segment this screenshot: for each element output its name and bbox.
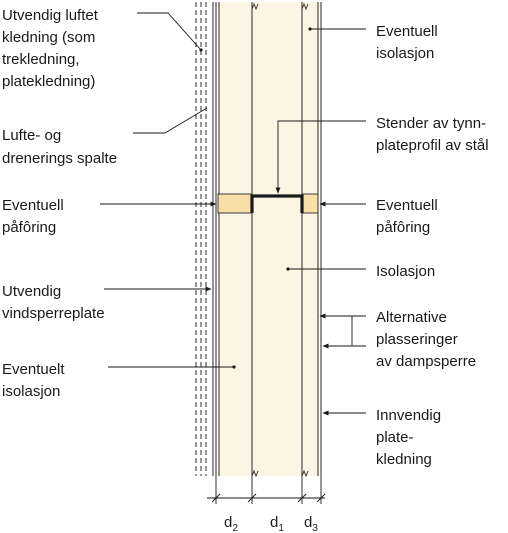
insulation-layer [218, 2, 319, 476]
dimension-label-d2: d2 [224, 514, 238, 533]
label-left-insulation: Eventuelt isolasjon [2, 361, 69, 400]
dimension-label-d3: d3 [304, 514, 318, 533]
dimension-label-d1: d1 [270, 514, 284, 533]
steel-stud-profile [250, 194, 304, 213]
label-center-insulation: Isolasjon [376, 263, 435, 280]
break-marks [251, 2, 309, 478]
label-left-furring: Eventuell påfôring [2, 197, 68, 236]
label-stud: Stender av tynn- plateprofil av stål [376, 115, 490, 154]
label-inner-cladding: Innvendig plate- kledning [376, 407, 445, 468]
left-furring-strip [217, 193, 253, 214]
label-vapor-barrier: Alternative plasseringer av dampsperre [376, 309, 476, 370]
dimension-line [207, 476, 326, 504]
label-right-furring: Eventuell påfôring [376, 197, 442, 236]
label-wind-barrier: Utvendig vindsperreplate [2, 283, 105, 322]
label-right-top-insulation: Eventuell isolasjon [376, 23, 442, 62]
leader-lines [100, 12, 366, 416]
right-furring-strip [301, 193, 319, 214]
label-ventilation-gap: Lufte- og drenerings spalte [2, 127, 117, 167]
label-outer-cladding: Utvendig luftet kledning (som treklednin… [2, 7, 102, 90]
